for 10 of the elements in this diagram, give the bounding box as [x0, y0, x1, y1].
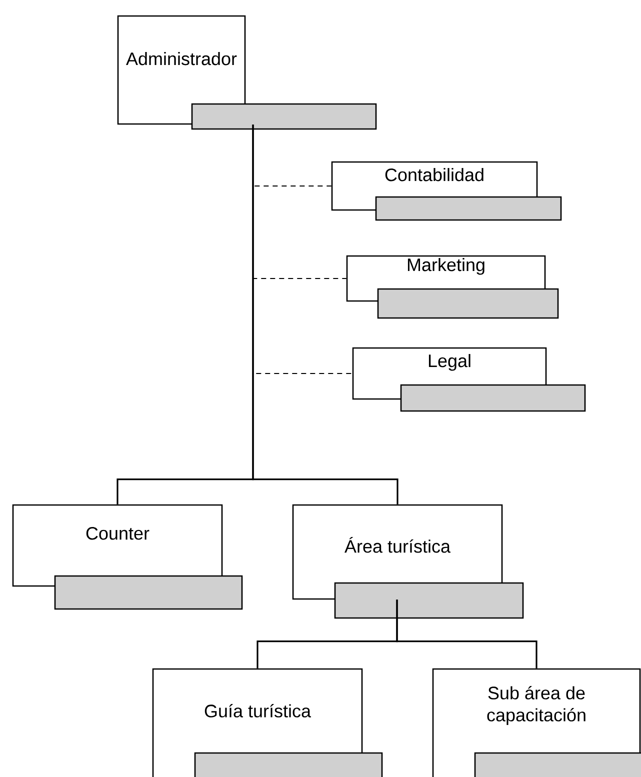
org-box: Contabilidad [331, 161, 562, 221]
org-box: Guía turística [152, 668, 383, 777]
org-box: Administrador [117, 15, 377, 130]
org-box: Área turística [292, 504, 524, 619]
org-box: Marketing [346, 255, 559, 319]
org-box: Legal [352, 347, 586, 412]
org-box: Sub área de capacitación [432, 668, 641, 777]
connector-line [252, 124, 398, 504]
connector-line [396, 600, 538, 668]
org-box: Counter [12, 504, 243, 610]
